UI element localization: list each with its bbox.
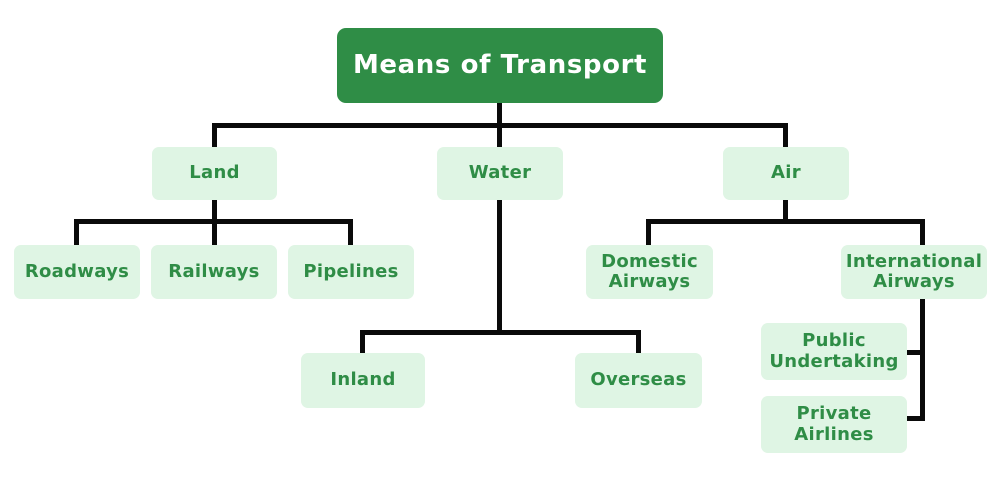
node-inland: Inland	[301, 353, 425, 408]
connector-land-stem	[212, 200, 217, 224]
connector-drop-roadways	[74, 219, 79, 245]
connector-root-stem	[497, 103, 502, 128]
connector-drop-water	[497, 123, 502, 147]
node-international-airways: International Airways	[841, 245, 987, 299]
node-water: Water	[437, 147, 563, 200]
connector-international-stem	[920, 299, 925, 421]
connector-drop-air	[783, 123, 788, 147]
connector-drop-overseas	[636, 330, 641, 353]
connector-drop-international-airways	[920, 219, 925, 245]
connector-drop-railways	[212, 219, 217, 245]
connector-drop-inland	[360, 330, 365, 353]
connector-stub-private-airlines	[905, 416, 925, 421]
node-roadways: Roadways	[14, 245, 140, 299]
node-domestic-airways: Domestic Airways	[586, 245, 713, 299]
node-means-of-transport: Means of Transport	[337, 28, 663, 103]
connector-water-stem	[497, 200, 502, 335]
connector-drop-land	[212, 123, 217, 147]
node-pipelines: Pipelines	[288, 245, 414, 299]
connector-air-stem	[783, 200, 788, 224]
node-land: Land	[152, 147, 277, 200]
connector-stub-public-undertaking	[905, 350, 925, 355]
node-railways: Railways	[151, 245, 277, 299]
node-overseas: Overseas	[575, 353, 702, 408]
node-air: Air	[723, 147, 849, 200]
node-public-undertaking: Public Undertaking	[761, 323, 907, 380]
connector-drop-pipelines	[348, 219, 353, 245]
connector-water-bar	[360, 330, 641, 335]
connector-drop-domestic-airways	[646, 219, 651, 245]
node-private-airlines: Private Airlines	[761, 396, 907, 453]
connector-air-bar	[646, 219, 925, 224]
